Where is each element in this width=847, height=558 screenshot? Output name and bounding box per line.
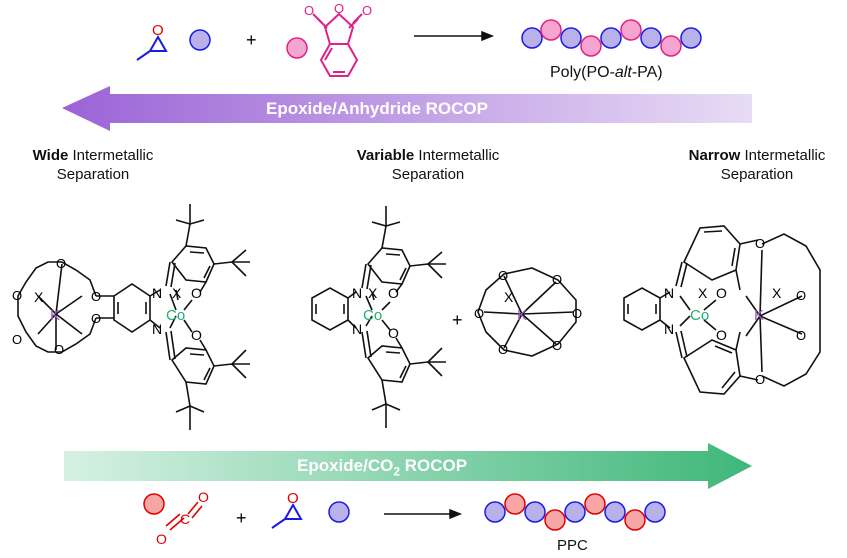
plus-top: + (246, 30, 257, 50)
co2-oxygen-1: O (156, 531, 167, 547)
variable-oxygen-co1: O (388, 285, 399, 301)
variable-crown-o3: O (474, 306, 484, 321)
epoxide-top (136, 34, 168, 61)
variable-anion-k: X (504, 289, 514, 305)
epoxide-bottom-oxygen: O (287, 490, 299, 507)
variable-crown-o4: O (572, 306, 582, 321)
ppc-bead-7 (604, 501, 626, 523)
banner-top-label: Epoxide/Anhydride ROCOP (266, 99, 488, 118)
variable-nitrogen-top: N (352, 285, 362, 301)
variable-anion-co: X (368, 285, 378, 301)
co2-molecule (165, 501, 203, 531)
narrow-nitrogen-top: N (664, 285, 674, 301)
banner-arrow-bottom (64, 443, 752, 489)
reaction-arrow-top (414, 30, 495, 42)
narrow-crown-o2: O (755, 372, 765, 387)
variable-crown-o6: O (552, 338, 562, 353)
pa-bead-top (286, 37, 308, 59)
ppc-bead-1 (484, 501, 506, 523)
po-bead-top (189, 29, 211, 51)
variable-crown-o1: O (498, 268, 508, 283)
product-label-top: Poly(PO-alt-PA) (550, 64, 663, 81)
ppc-bead-9 (644, 501, 666, 523)
wide-oxygen-co2: O (191, 327, 202, 343)
alternating-polymer-chain (521, 19, 702, 57)
wide-oxygen-crown6: O (54, 342, 64, 357)
narrow-cobalt: Co (690, 307, 709, 324)
chain-bead-4 (580, 35, 602, 57)
variable-plus: + (452, 310, 463, 330)
wide-oxygen-crown1: O (91, 289, 101, 304)
chain-bead-2 (540, 19, 562, 41)
narrow-oxygen-bridge1: O (716, 285, 727, 301)
ppc-bead-6 (584, 493, 606, 515)
wide-potassium: K (50, 307, 60, 324)
ppc-polymer-chain (484, 493, 666, 531)
variable-crown-o5: O (498, 342, 508, 357)
variable-potassium: K (517, 307, 527, 324)
wide-oxygen-co1: O (191, 285, 202, 301)
product-label-bottom: PPC (557, 537, 588, 554)
co2-oxygen-2: O (198, 489, 209, 505)
co2-bead (143, 493, 165, 515)
variable-nitrogen-bottom: N (352, 321, 362, 337)
chain-bead-9 (680, 27, 702, 49)
complex-variable-salen (311, 206, 446, 428)
wide-oxygen-crown3: O (56, 256, 66, 271)
narrow-anion-k: X (772, 285, 782, 301)
ppc-bead-5 (564, 501, 586, 523)
wide-oxygen-crown4: O (12, 288, 22, 303)
complex-wide (17, 204, 250, 430)
anhydride-oxygen-left: O (304, 3, 314, 18)
variable-oxygen-co2: O (388, 325, 399, 341)
column-label-narrow: Narrow Intermetallic Separation (688, 147, 826, 183)
complex-variable-crown (477, 267, 577, 357)
epoxide-bottom (271, 502, 303, 529)
narrow-crown-o4: O (796, 328, 806, 343)
narrow-nitrogen-bottom: N (664, 321, 674, 337)
narrow-crown-o1: O (755, 236, 765, 251)
anhydride-oxygen-right: O (362, 3, 372, 18)
chain-bead-1 (521, 27, 543, 49)
column-label-wide: Wide Intermetallic Separation (32, 147, 154, 183)
ppc-bead-8 (624, 509, 646, 531)
plus-bottom: + (236, 508, 247, 528)
phthalic-anhydride (312, 12, 363, 77)
wide-anion-k: X (34, 289, 44, 305)
chain-bead-7 (640, 27, 662, 49)
wide-nitrogen-bottom: N (152, 321, 162, 337)
wide-oxygen-crown5: O (12, 332, 22, 347)
variable-cobalt: Co (363, 307, 382, 324)
chain-bead-6 (620, 19, 642, 41)
epoxide-top-oxygen: O (152, 22, 164, 39)
wide-nitrogen-top: N (152, 285, 162, 301)
chain-bead-5 (600, 27, 622, 49)
variable-crown-o2: O (552, 272, 562, 287)
wide-oxygen-crown2: O (91, 311, 101, 326)
ppc-bead-4 (544, 509, 566, 531)
banner-bottom-label: Epoxide/CO2 ROCOP (297, 456, 468, 479)
narrow-crown-o3: O (796, 288, 806, 303)
complex-narrow (623, 225, 821, 395)
ppc-bead-2 (504, 493, 526, 515)
reaction-arrow-bottom (384, 508, 463, 520)
narrow-oxygen-bridge2: O (716, 327, 727, 343)
wide-cobalt: Co (166, 307, 185, 324)
co2-carbon: C (180, 511, 190, 527)
banner-arrow-top (62, 86, 752, 131)
chain-bead-3 (560, 27, 582, 49)
anhydride-oxygen-ring: O (334, 1, 344, 16)
narrow-anion-co: X (698, 285, 708, 301)
column-label-variable: Variable Intermetallic Separation (356, 147, 500, 183)
narrow-potassium: K (754, 307, 764, 324)
ppc-bead-3 (524, 501, 546, 523)
wide-anion-co: X (172, 285, 182, 301)
chain-bead-8 (660, 35, 682, 57)
po-bead-bottom (328, 501, 350, 523)
